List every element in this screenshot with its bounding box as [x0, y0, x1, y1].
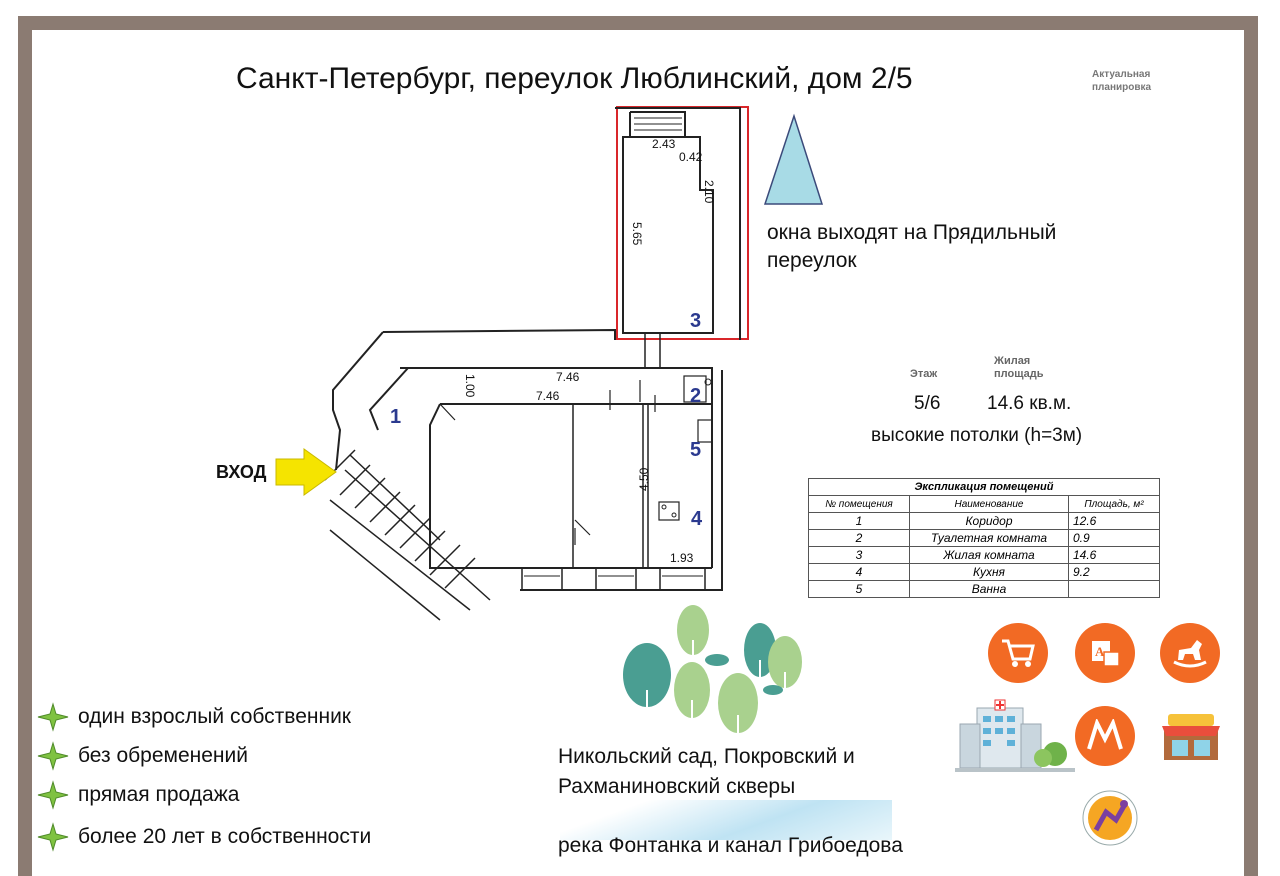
- dim-210: 2.10: [702, 180, 716, 204]
- dim-100: 1.00: [463, 374, 477, 398]
- rocking-horse-icon: [1160, 623, 1220, 683]
- room-num: 2: [808, 529, 910, 547]
- room-area: 0.9: [1068, 529, 1160, 547]
- dim-746-top: 7.46: [556, 370, 580, 384]
- school-icon: A: [1075, 623, 1135, 683]
- list-item: более 20 лет в собственности: [36, 822, 371, 852]
- room-name: Коридор: [909, 512, 1069, 530]
- header-name: Наименование: [909, 495, 1069, 513]
- entrance-label: ВХОД: [216, 462, 267, 482]
- rivers-nearby: река Фонтанка и канал Грибоедова: [558, 834, 903, 857]
- list-item: без обременений: [36, 741, 248, 771]
- shopping-cart-icon: [988, 623, 1048, 683]
- dim-746-bottom: 7.46: [536, 389, 560, 403]
- room-num: 3: [808, 546, 910, 564]
- room-num: 4: [808, 563, 910, 581]
- star-bullet-icon: [37, 780, 69, 810]
- room-area: 9.2: [1068, 563, 1160, 581]
- explication-caption: Экспликация помещений: [808, 478, 1160, 495]
- page-frame: [18, 16, 1258, 876]
- svg-text:A: A: [1095, 644, 1105, 659]
- floor-value: 5/6: [914, 393, 941, 414]
- park-trees-icon: [623, 605, 802, 740]
- list-item: один взрослый собственник: [36, 702, 351, 732]
- room-number-2: 2: [690, 385, 701, 407]
- ceiling-height-note: высокие потолки (h=3м): [871, 425, 1083, 446]
- parks-nearby: Никольский сад, Покровский и Рахманиновс…: [558, 745, 855, 798]
- table-row: 2 Туалетная комната 0.9: [808, 529, 1160, 547]
- room-name: Ванна: [909, 580, 1069, 598]
- explication-header-row: № помещения Наименование Площадь, м²: [808, 495, 1160, 513]
- living-area-value: 14.6 кв.м.: [987, 393, 1072, 414]
- feature-text: прямая продажа: [78, 783, 240, 806]
- feature-text: один взрослый собственник: [78, 705, 351, 728]
- dim-565: 5.65: [630, 222, 644, 246]
- plan-walls: [324, 107, 741, 621]
- dim-243: 2.43: [652, 137, 676, 151]
- dim-042: 0.42: [679, 150, 703, 164]
- star-bullet-icon: [37, 702, 69, 732]
- table-row: 3 Жилая комната 14.6: [808, 546, 1160, 564]
- room-number-1: 1: [390, 406, 401, 428]
- header-area: Площадь, м²: [1068, 495, 1160, 513]
- table-row: 4 Кухня 9.2: [808, 563, 1160, 581]
- star-bullet-icon: [37, 822, 69, 852]
- room-area: 14.6: [1068, 546, 1160, 564]
- room-name: Жилая комната: [909, 546, 1069, 564]
- room-name: Туалетная комната: [909, 529, 1069, 547]
- cafe-icon: [1162, 714, 1220, 760]
- sports-icon: [1082, 790, 1138, 846]
- room-num: 1: [808, 512, 910, 530]
- table-row: 1 Коридор 12.6: [808, 512, 1160, 530]
- page-title: Санкт-Петербург, переулок Люблинский, до…: [236, 62, 913, 95]
- table-row: 5 Ванна: [808, 580, 1160, 598]
- feature-text: без обременений: [78, 744, 248, 767]
- river-decoration: [560, 800, 892, 840]
- room-number-5: 5: [690, 439, 701, 461]
- windows-orientation-note: окна выходят на Прядильный переулок: [767, 221, 1057, 272]
- room-area: 12.6: [1068, 512, 1160, 530]
- room-number-3: 3: [690, 310, 701, 332]
- explication-table: Экспликация помещений № помещения Наимен…: [808, 478, 1160, 598]
- dim-450: 4.50: [637, 467, 651, 491]
- metro-icon: [1075, 706, 1135, 766]
- header-number: № помещения: [808, 495, 910, 513]
- living-area-label: Жилая площадь: [994, 355, 1044, 380]
- room-area: [1068, 580, 1160, 598]
- stamp-current-layout: Актуальная планировка: [1092, 69, 1152, 93]
- feature-text: более 20 лет в собственности: [78, 825, 372, 848]
- star-bullet-icon: [37, 741, 69, 771]
- list-item: прямая продажа: [36, 780, 239, 810]
- entrance-arrow-icon: [275, 448, 337, 496]
- room-name: Кухня: [909, 563, 1069, 581]
- orientation-triangle-icon: [763, 113, 824, 205]
- floor-label: Этаж: [910, 368, 938, 380]
- room-number-4: 4: [691, 508, 703, 530]
- floor-plan: 2.43 0.42 2.10 5.65 1.00 7.46 7.46 4.50 …: [275, 106, 824, 740]
- room-num: 5: [808, 580, 910, 598]
- hospital-icon: [955, 699, 1075, 772]
- dim-193: 1.93: [670, 551, 694, 565]
